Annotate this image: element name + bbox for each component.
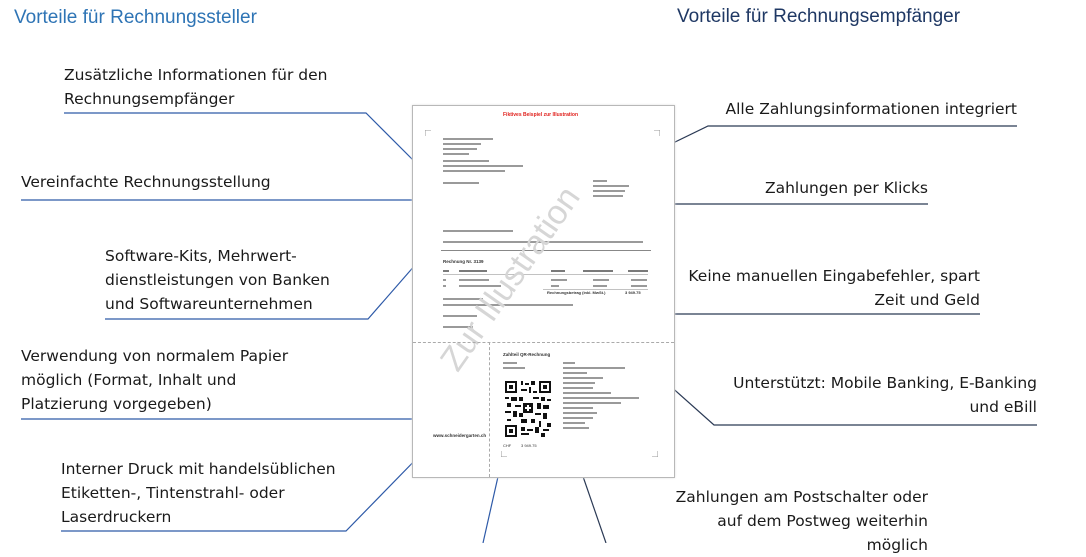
- connector-print: [61, 448, 427, 532]
- annotation-mobile: Unterstützt: Mobile Banking, E-Banking u…: [733, 374, 1037, 416]
- qr-currency: CHF: [503, 443, 512, 448]
- recipient-address-block: [593, 180, 629, 197]
- invoice-banner: Fiktives Beispiel zur Illustration: [503, 112, 579, 118]
- qr-invoice-illustration: Fiktives Beispiel zur Illustration: [412, 105, 675, 478]
- annotation-print: Interner Druck mit handelsüblichen Etike…: [61, 460, 336, 526]
- connector-software: [105, 255, 424, 320]
- annotation-errors: Keine manuellen Eingabefehler, spart Zei…: [688, 267, 980, 309]
- corner-mark: [425, 130, 431, 136]
- website-url: www.schneidergarten.ch: [433, 433, 487, 438]
- invoice-items-table: [443, 270, 648, 290]
- qr-code: [505, 381, 551, 437]
- perforation-line: [413, 342, 674, 343]
- annotation-software: Software-Kits, Mehrwert- dienstleistunge…: [105, 247, 330, 313]
- qr-receipt-lines: [503, 362, 525, 369]
- qr-payment-details: [563, 362, 639, 429]
- qr-section-title: Zahlteil QR-Rechnung: [503, 352, 551, 357]
- corner-mark: [501, 451, 507, 457]
- perforation-line-vertical: [489, 342, 490, 477]
- annotation-postal: Zahlungen am Postschalter oder auf dem P…: [675, 488, 928, 554]
- heading-rechnungssteller: Vorteile für Rechnungssteller: [14, 7, 257, 28]
- invoice-number: Rechnung Nr. 3139: [443, 259, 484, 264]
- annotation-info: Zusätzliche Informationen für den Rechnu…: [64, 66, 328, 108]
- connector-info: [64, 112, 426, 173]
- notes-lines: [443, 298, 573, 328]
- annotation-paper: Verwendung von normalem Papier möglich (…: [21, 347, 289, 413]
- heading-rechnungsempfaenger: Vorteile für Rechnungsempfänger: [677, 6, 961, 27]
- corner-mark: [652, 451, 658, 457]
- sender-address-block: [443, 138, 523, 184]
- invoice-total-value: 3 949.75: [625, 290, 641, 295]
- connector-payinfo: [635, 125, 1017, 162]
- corner-mark: [654, 130, 660, 136]
- salutation-lines: [443, 230, 643, 243]
- annotation-clicks: Zahlungen per Klicks: [764, 179, 928, 197]
- annotation-simple: Vereinfachte Rechnungsstellung: [21, 173, 271, 191]
- annotation-payinfo: Alle Zahlungsinformationen integriert: [725, 100, 1017, 118]
- qr-amount: 3 949.75: [521, 443, 537, 448]
- invoice-total-label: Rechnungsbetrag (inkl. MwSt.): [547, 290, 606, 295]
